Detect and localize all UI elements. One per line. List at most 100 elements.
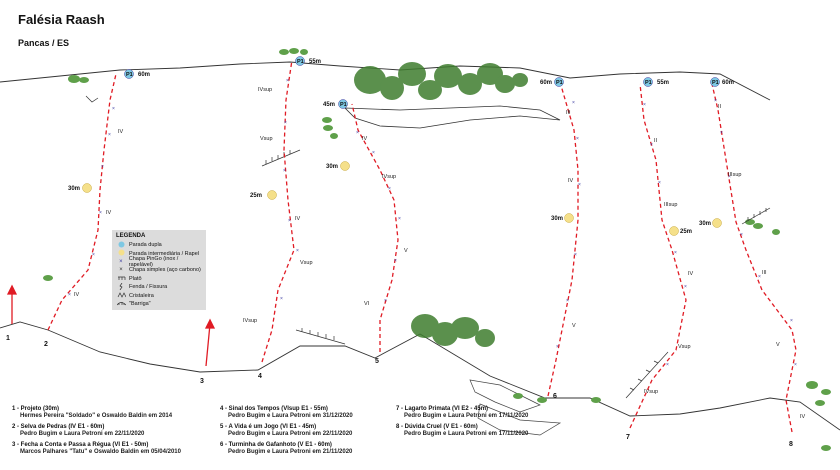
route-name: 5 - A Vida é um Jogo (VI E1 - 45m)	[220, 423, 317, 430]
svg-text:×: ×	[574, 252, 577, 258]
r6-grade-1: III	[566, 110, 571, 116]
route-lines	[47, 59, 797, 433]
cliff-base-outline	[0, 321, 840, 431]
route-arrows	[6, 284, 216, 367]
legend-item: Parada intermediária / Rapel	[116, 249, 202, 257]
route-authors: Pedro Bugim e Laura Petroni em 22/11/202…	[20, 431, 145, 438]
route-name: 7 - Lagarto Primata (VI E2 - 45m)	[396, 406, 489, 412]
legend-label: Chapa simples (aço carbono)	[129, 267, 201, 274]
r2-mid-anchor: 30m	[68, 186, 80, 192]
svg-text:×: ×	[280, 296, 283, 302]
route-entry: 2 - Selva de Pedras (IV E1 - 60m)Pedro B…	[12, 424, 181, 439]
r6-mid-anchor: 30m	[551, 216, 563, 222]
route-5-line	[351, 103, 399, 352]
r7-grade-3: IV	[688, 271, 694, 277]
route-5-number: 5	[375, 358, 379, 365]
legend-item: Cristaleira	[116, 291, 202, 299]
r4-grade-4: Vsup	[300, 260, 313, 266]
r4-grade-1: IVsup	[258, 87, 272, 93]
r4-grade-2: Vsup	[260, 136, 273, 142]
svg-text:×: ×	[674, 250, 677, 256]
double-anchor-markers	[124, 56, 720, 109]
legend-label: Fenda / Fissura	[129, 284, 168, 291]
route-authors: Pedro Bugim e Laura Petroni em 21/11/202…	[228, 448, 353, 455]
svg-text:×: ×	[68, 292, 71, 298]
bolt-dot-icon: ×	[119, 267, 123, 274]
route-entry: 4 - Sinal dos Tempos (VIsup E1 - 55m)Ped…	[220, 406, 353, 421]
vegetation-trees	[354, 62, 528, 347]
r5-top-anchor: P1	[340, 102, 347, 108]
page-title: Falésia Raash	[18, 12, 105, 27]
route-authors: Pedro Bugim e Laura Petroni em 22/11/202…	[228, 431, 353, 438]
r7-top-anchor: P1	[645, 80, 652, 86]
r8-mid-anchor: 30m	[699, 221, 711, 227]
svg-text:×: ×	[356, 130, 359, 136]
r2-grade-2: IV	[106, 210, 112, 216]
r4-grade-3: IV	[295, 216, 301, 222]
route-list-col-2: 4 - Sinal dos Tempos (VIsup E1 - 55m)Ped…	[220, 406, 353, 459]
route-authors: Pedro Bugim e Laura Petroni em 17/11/202…	[404, 413, 529, 420]
intermediate-anchor-markers	[82, 161, 722, 236]
svg-text:×: ×	[566, 298, 569, 304]
boulders	[469, 379, 562, 436]
route-8-number: 8	[789, 441, 793, 448]
route-8-line	[711, 83, 797, 433]
legend-item: × Chapa PinGo (inox / rapelável)	[116, 256, 202, 268]
route-name: 8 - Dúvida Cruel (V E1 - 60m)	[396, 423, 478, 430]
r2-top-anchor: P1	[126, 72, 133, 78]
svg-text:×: ×	[650, 142, 653, 148]
svg-text:×: ×	[388, 186, 391, 192]
r2-grade-3: IV	[74, 292, 80, 298]
r8-grade-2: IIIsup	[728, 172, 741, 178]
route-entry: 8 - Dúvida Cruel (V E1 - 60m)Pedro Bugim…	[396, 424, 528, 439]
legend-item: Platô	[116, 275, 202, 283]
vegetation-shrubs	[43, 48, 831, 451]
svg-text:×: ×	[108, 132, 111, 138]
svg-text:×: ×	[92, 252, 95, 258]
r4-top-anchor: P1	[297, 59, 304, 65]
r6-top-anchor: P1	[556, 80, 563, 86]
route-entry: 6 - Turminha de Gafanhoto (V E1 - 60m)Pe…	[220, 442, 353, 457]
legend-title: LEGENDA	[116, 233, 146, 239]
r8-grade-1: II	[718, 104, 722, 110]
route-list-col-3: 7 - Lagarto Primata (VI E2 - 45m)Pedro B…	[396, 406, 528, 442]
r8-top-anchor: P1	[712, 80, 719, 86]
route-authors: Hermes Pereira "Soldado" e Oswaldo Baldi…	[20, 413, 173, 420]
route-3-arrow	[205, 323, 211, 367]
legend-label: Parada intermediária / Rapel	[129, 250, 200, 257]
legend-box: LEGENDA Parada dupla Parada intermediári…	[112, 230, 206, 310]
route-entry: 3 - Fecha a Conta e Passa a Régua (VI E1…	[12, 442, 181, 457]
route-2-number: 2	[44, 341, 48, 348]
svg-text:×: ×	[99, 210, 102, 216]
bulge-icon	[116, 300, 126, 308]
r7-grade-4: Vsup	[678, 344, 691, 350]
route-name: 3 - Fecha a Conta e Passa a Régua (VI E1…	[12, 441, 149, 448]
r7-grade-2: IIIsup	[664, 202, 677, 208]
route-7-number: 7	[626, 434, 630, 441]
route-1-number: 1	[6, 335, 10, 342]
svg-text:×: ×	[578, 182, 581, 188]
r2-grade-1: IV	[118, 129, 124, 135]
svg-text:×: ×	[394, 258, 397, 264]
route-2-line	[47, 73, 117, 331]
r7-grade-1: II	[654, 138, 658, 144]
legend-item: Parada dupla	[116, 241, 202, 249]
route-4-line	[261, 59, 295, 363]
r8-top-length: 60m	[722, 80, 734, 86]
ledge-marks	[85, 95, 771, 399]
r8-grade-4: V	[776, 342, 780, 348]
r6-top-length: 60m	[540, 80, 552, 86]
r4-top-length: 55m	[309, 59, 321, 65]
svg-text:×: ×	[572, 100, 575, 106]
legend-item: × Chapa simples (aço carbono)	[116, 266, 202, 274]
r6-grade-2: IV	[568, 178, 574, 184]
route-name: 1 - Projeto (30m)	[12, 406, 60, 412]
bolt-x-icon: ×	[119, 258, 123, 265]
intermediate-anchor-icon	[116, 249, 126, 258]
svg-text:×: ×	[790, 318, 793, 324]
route-authors: Pedro Bugim e Laura Petroni em 17/11/202…	[404, 431, 529, 438]
legend-label: Platô	[129, 275, 142, 282]
svg-text:×: ×	[684, 284, 687, 290]
svg-text:×: ×	[112, 106, 115, 112]
svg-text:×: ×	[714, 98, 717, 104]
